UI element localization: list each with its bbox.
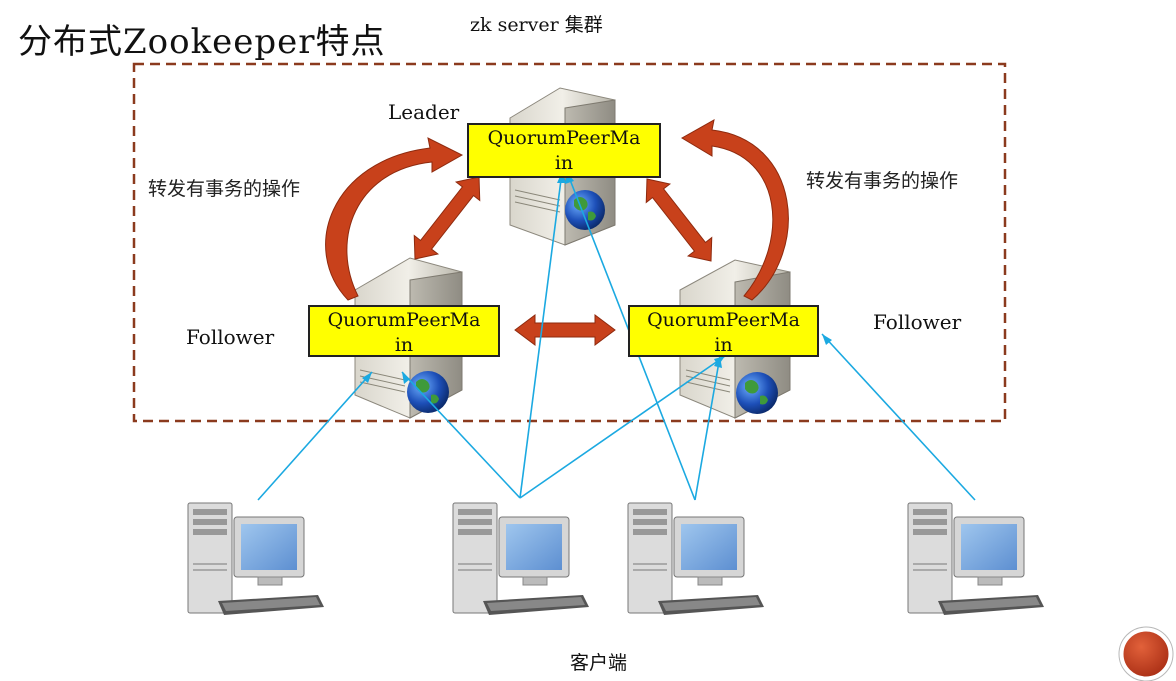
follower-right-role-label: Follower [873,310,962,334]
cluster-label: zk server 集群 [470,14,603,36]
sync-arrow-leader-left [413,176,481,260]
forward-label-left: 转发有事务的操作 [148,178,301,200]
client-label: 客户端 [570,652,628,674]
client-computer-3-icon [627,502,764,615]
leader-process-line1: QuorumPeerMa [487,127,641,149]
leader-process-line2: in [554,152,574,174]
cluster-boundary [132,62,1007,423]
follower-left-process-line1: QuorumPeerMa [327,309,481,331]
client-computer-4-icon [907,502,1044,615]
sync-arrow-followers [514,314,616,346]
follower-left-process-line2: in [394,334,414,356]
follower-right-process-line2: in [714,334,733,356]
forward-arrow-right [681,119,789,301]
page-title: 分布式Zookeeper特点 [18,22,386,62]
sync-arrow-leader-right [645,178,713,262]
leader-role-label: Leader [388,100,460,124]
leader-process-box: QuorumPeerMa in [467,123,661,178]
slide-nav-button[interactable] [1118,626,1174,681]
client-computer-2-icon [452,502,589,615]
follower-left-process-box: QuorumPeerMa in [308,305,500,357]
follower-left-role-label: Follower [186,325,275,349]
forward-arrow-left [325,137,464,301]
forward-label-right: 转发有事务的操作 [806,170,959,192]
follower-right-process-box: QuorumPeerMa in [628,305,819,357]
client-links [257,171,976,501]
client-computer-1-icon [187,502,324,615]
follower-right-process-line1: QuorumPeerMa [647,309,800,331]
